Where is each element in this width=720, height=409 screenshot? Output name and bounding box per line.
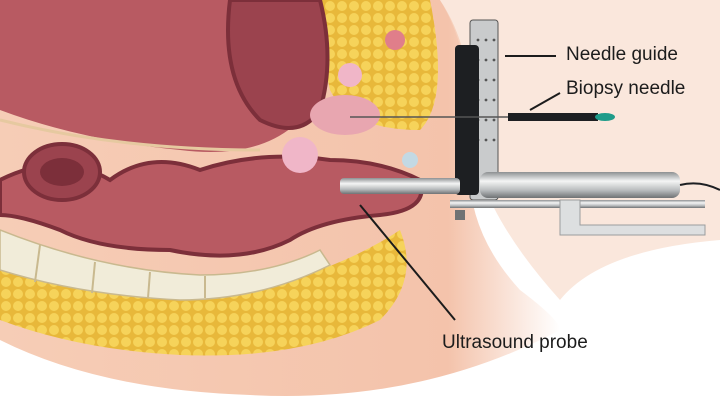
biopsy-needle bbox=[508, 113, 598, 121]
probe-handle bbox=[480, 172, 680, 198]
rectum bbox=[0, 154, 424, 258]
label-ultrasound-probe: Ultrasound probe bbox=[442, 332, 588, 353]
biopsy-needle-leader bbox=[529, 92, 561, 111]
needle-tip bbox=[595, 113, 615, 121]
ultrasound-probe-leader bbox=[359, 204, 456, 321]
needle-guide-body bbox=[455, 45, 479, 195]
probe-shaft bbox=[340, 178, 460, 194]
label-needle-guide: Needle guide bbox=[566, 44, 678, 65]
sacrum bbox=[0, 229, 332, 301]
label-biopsy-needle: Biopsy needle bbox=[566, 78, 686, 99]
prostate bbox=[310, 95, 380, 135]
